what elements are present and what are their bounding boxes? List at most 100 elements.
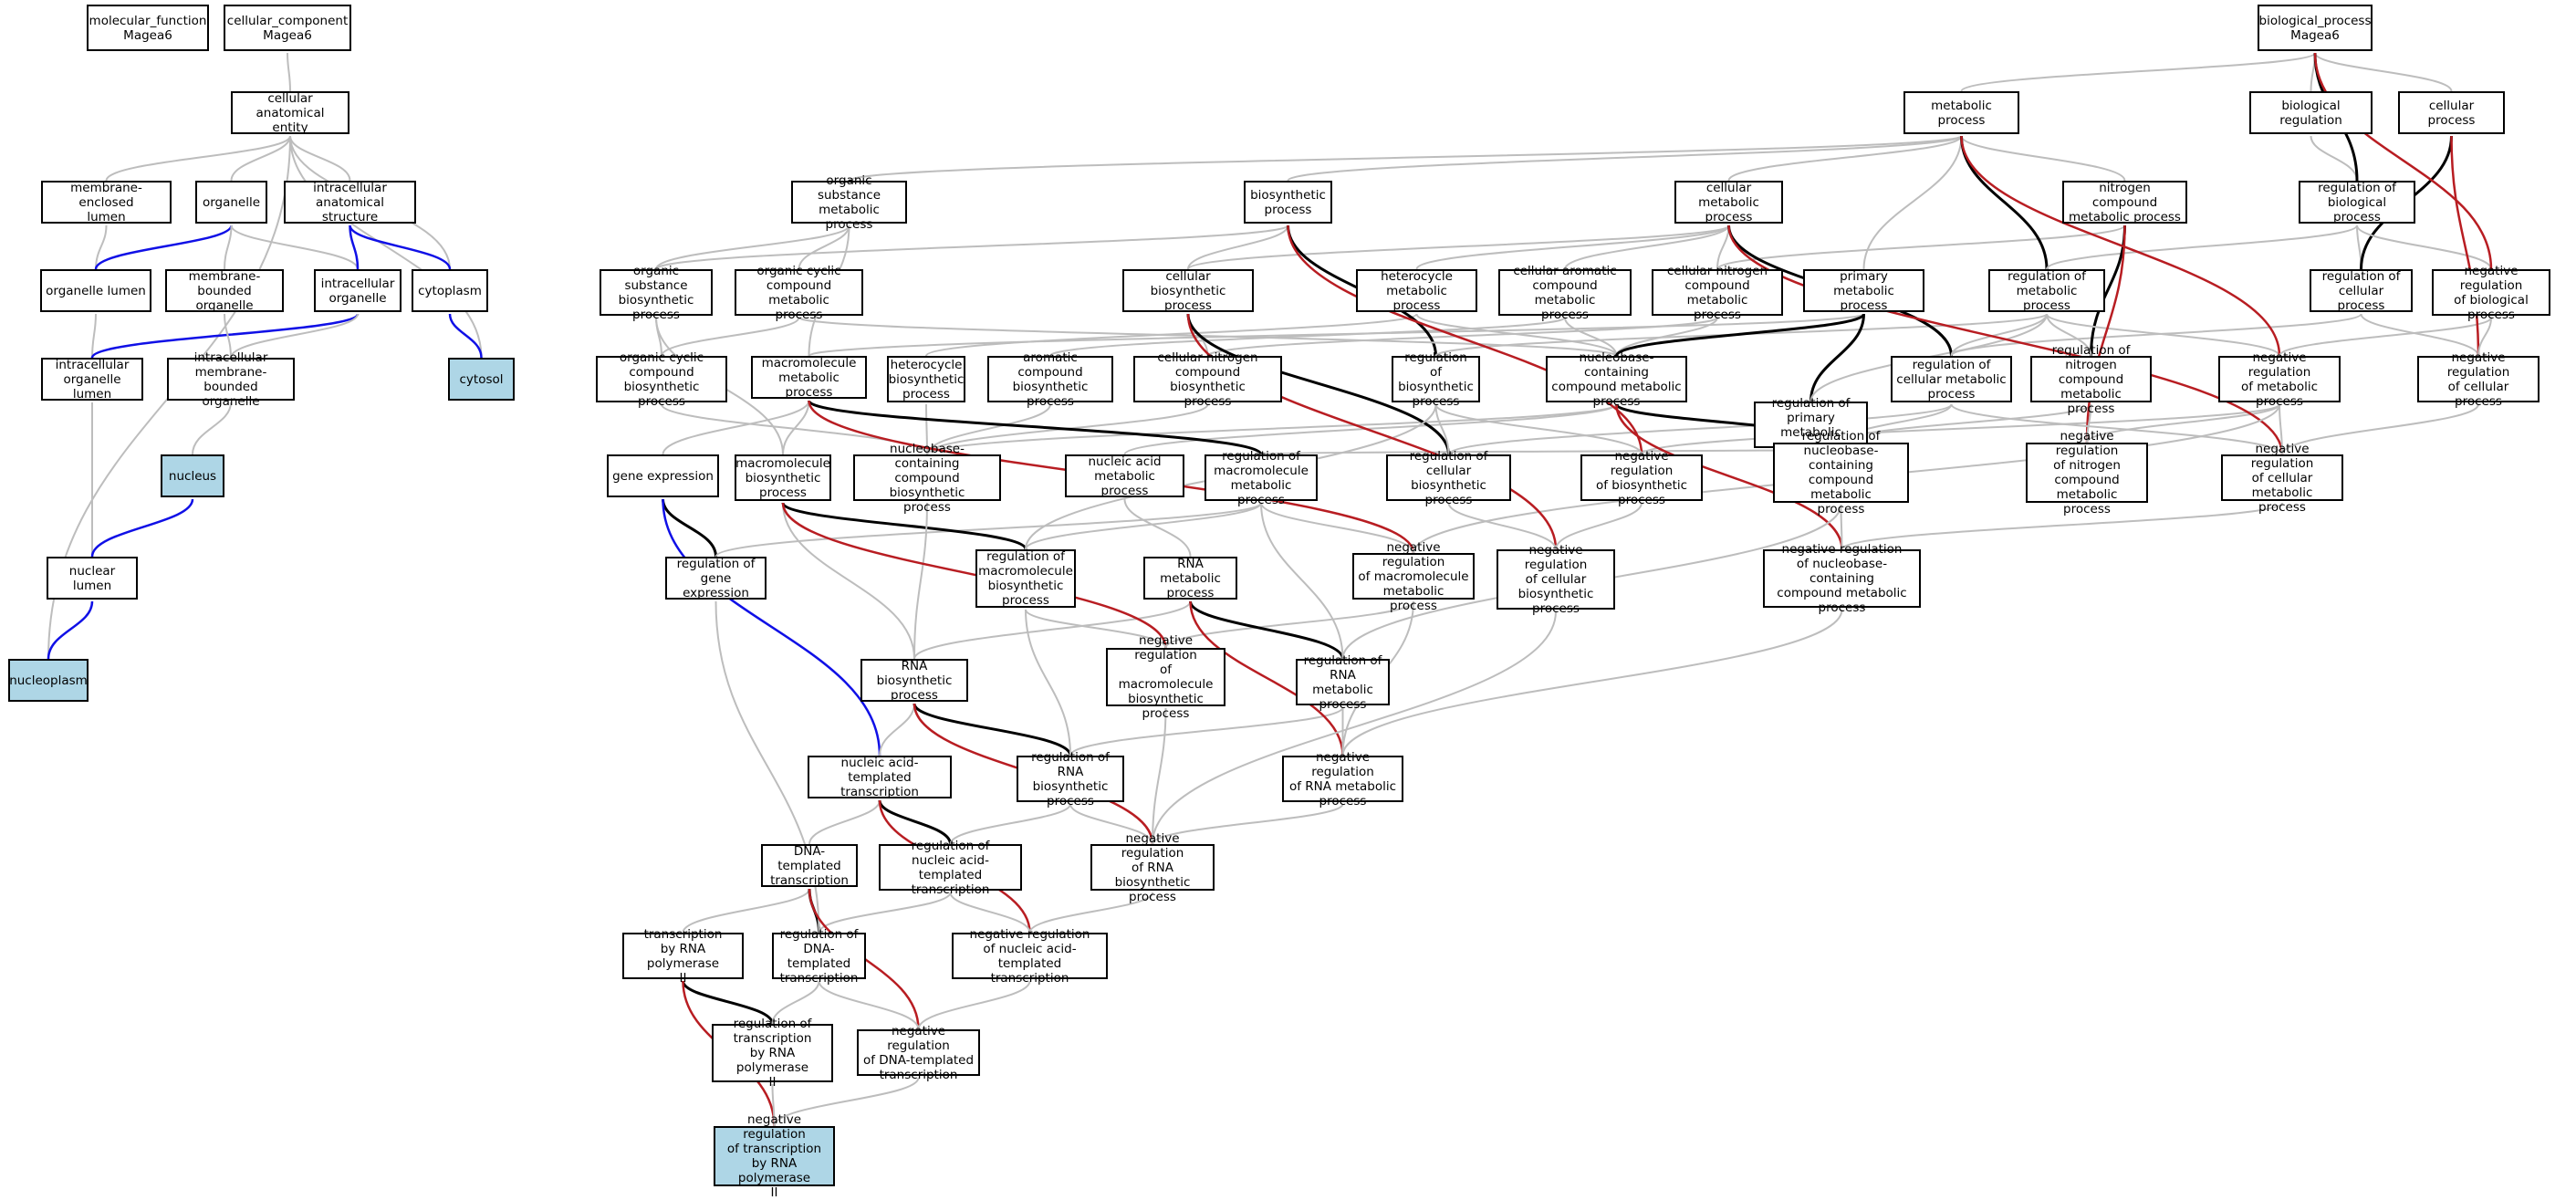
go-term-cacmp[interactable]: cellular aromatic compound metabolic pro… (1498, 264, 1632, 322)
go-term-nrnatt[interactable]: negative regulation of nucleic acid-temp… (952, 927, 1108, 986)
go-term-ge[interactable]: gene expression (607, 454, 719, 497)
go-term-namp[interactable]: nucleic acid metabolic process (1065, 454, 1184, 498)
edge-rpmp-to-pmp (1809, 313, 1865, 402)
go-term-mf[interactable]: molecular_function Magea6 (87, 5, 209, 51)
edge-nrdtt-to-rdtt (818, 980, 920, 1030)
go-term-occbp[interactable]: organic cyclic compound biosynthetic pro… (596, 350, 727, 409)
go-term-mbo[interactable]: membrane-bounded organelle (165, 269, 284, 313)
go-term-nrmmp[interactable]: negative regulation of macromolecule met… (1352, 540, 1475, 613)
go-term-osmp[interactable]: organic substance metabolic process (791, 173, 907, 232)
go-term-nrbp[interactable]: negative regulation of biological proces… (2432, 264, 2550, 322)
go-term-cmp[interactable]: cellular metabolic process (1674, 181, 1783, 224)
go-term-nrdtt[interactable]: negative regulation of DNA-templated tra… (857, 1024, 980, 1082)
edge-nrnbcmp-to-nrcmp (1841, 502, 2283, 550)
edge-natt-to-rnabp (879, 703, 915, 757)
go-term-rrnabp[interactable]: regulation of RNA biosynthetic process (1017, 750, 1124, 809)
go-term-mel[interactable]: membrane-enclosed lumen (41, 181, 172, 224)
edge-natt-to-ge (662, 498, 881, 757)
go-term-nucleus[interactable]: nucleus (161, 454, 224, 497)
go-term-rnamp[interactable]: RNA metabolic process (1143, 557, 1237, 600)
go-term-np[interactable]: nucleoplasm (8, 659, 89, 702)
go-term-nrnbcmp[interactable]: negative regulation of nucleobase-contai… (1763, 542, 1921, 615)
go-term-rmbp[interactable]: regulation of macromolecule biosynthetic… (975, 549, 1076, 608)
go-term-nrrnabp[interactable]: negative regulation of RNA biosynthetic … (1090, 831, 1215, 904)
go-term-nrcmp[interactable]: negative regulation of cellular metaboli… (2221, 442, 2343, 515)
go-term-nrncmp[interactable]: negative regulation of nitrogen compound… (2026, 429, 2148, 517)
go-term-cyto[interactable]: cytoplasm (412, 269, 488, 312)
go-term-iol[interactable]: intracellular organelle lumen (41, 358, 143, 402)
go-term-rcmp[interactable]: regulation of cellular metabolic process (1891, 356, 2012, 402)
go-term-cncmp[interactable]: cellular nitrogen compound metabolic pro… (1652, 264, 1783, 322)
go-term-nrmbp[interactable]: negative regulation of macromolecule bio… (1106, 633, 1225, 721)
go-term-cc[interactable]: cellular_component Magea6 (224, 5, 351, 51)
go-term-cae[interactable]: cellular anatomical entity (231, 91, 349, 135)
go-term-imbo[interactable]: intracellular membrane-bounded organelle (167, 350, 295, 409)
edge-rcmp-to-rmp (1950, 313, 2048, 357)
edge-rnabp-to-rnamp (913, 600, 1192, 660)
edge-cacmp-to-cmp (1564, 224, 1730, 270)
go-term-mbp[interactable]: macromolecule biosynthetic process (735, 454, 831, 501)
go-term-osbp[interactable]: organic substance biosynthetic process (600, 264, 713, 322)
go-term-nrcbp[interactable]: negative regulation of cellular biosynth… (1497, 543, 1615, 616)
edge-ge-to-mmp (662, 400, 810, 455)
go-term-nrmp[interactable]: negative regulation of metabolic process (2218, 350, 2341, 409)
go-term-ias[interactable]: intracellular anatomical structure (284, 181, 416, 224)
go-term-orgl[interactable]: organelle lumen (40, 269, 151, 312)
go-term-ncmp[interactable]: nitrogen compound metabolic process (2062, 181, 2187, 224)
go-term-rcbp[interactable]: regulation of cellular biosynthetic proc… (1386, 449, 1511, 507)
go-term-io[interactable]: intracellular organelle (314, 269, 402, 312)
go-term-nbcmp[interactable]: nucleobase-containing compound metabolic… (1546, 350, 1687, 409)
go-term-cytosol[interactable]: cytosol (448, 358, 515, 401)
go-term-rcp[interactable]: regulation of cellular process (2310, 269, 2413, 313)
edge-mel-to-cae (105, 135, 291, 182)
edge-nrtpol-to-rtpol (771, 1083, 776, 1127)
go-term-mp[interactable]: metabolic process (1903, 91, 2019, 134)
go-term-occmp[interactable]: organic cyclic compound metabolic proces… (735, 264, 863, 322)
edge-rrnamp-to-rnamp (1189, 600, 1344, 660)
go-term-nrbsp[interactable]: negative regulation of biosynthetic proc… (1580, 449, 1703, 507)
go-term-bsp[interactable]: biosynthetic process (1244, 181, 1332, 224)
go-term-org[interactable]: organelle (195, 181, 267, 224)
go-term-rmp[interactable]: regulation of metabolic process (1988, 269, 2105, 313)
go-term-natt[interactable]: nucleic acid-templated transcription (808, 756, 952, 799)
go-term-rbp[interactable]: regulation of biological process (2299, 181, 2415, 224)
go-term-acbp[interactable]: aromatic compound biosynthetic process (987, 350, 1113, 409)
go-term-pmp[interactable]: primary metabolic process (1803, 269, 1924, 313)
go-term-bp[interactable]: biological_process Magea6 (2258, 5, 2373, 51)
go-term-nbcbp[interactable]: nucleobase-containing compound biosynthe… (853, 442, 1001, 515)
go-term-breg[interactable]: biological regulation (2249, 91, 2373, 134)
go-term-cbp[interactable]: cellular biosynthetic process (1122, 269, 1254, 313)
go-term-mmp[interactable]: macromolecule metabolic process (751, 356, 867, 400)
go-term-nrcp[interactable]: negative regulation of cellular process (2417, 350, 2539, 409)
edge-cp-to-bp (2314, 52, 2453, 92)
go-term-hmp[interactable]: heterocycle metabolic process (1356, 269, 1477, 313)
go-term-rpmp[interactable]: regulation of primary metabolic process (1754, 396, 1868, 454)
go-term-nrtpol[interactable]: negative regulation of transcription by … (714, 1112, 835, 1200)
edge-nl-to-nucleus (90, 498, 194, 558)
go-term-rdtt[interactable]: regulation of DNA-templated transcriptio… (772, 927, 866, 986)
go-term-tpol[interactable]: transcription by RNA polymerase II (622, 927, 744, 986)
edge-mp-to-bp (1960, 52, 2316, 92)
edge-cbp-to-cmp (1187, 224, 1730, 270)
edge-imbo-to-mbo (224, 313, 232, 359)
go-term-rrnamp[interactable]: regulation of RNA metabolic process (1296, 653, 1390, 712)
go-term-rnatt[interactable]: regulation of nucleic acid-templated tra… (879, 839, 1022, 897)
go-term-nrrnamp[interactable]: negative regulation of RNA metabolic pro… (1282, 750, 1403, 809)
go-term-cncbp[interactable]: cellular nitrogen compound biosynthetic … (1133, 350, 1282, 409)
go-term-rnbcmp[interactable]: regulation of nucleobase-containing comp… (1773, 429, 1909, 517)
go-term-rbsp[interactable]: regulation of biosynthetic process (1392, 350, 1480, 409)
go-term-rnabp[interactable]: RNA biosynthetic process (860, 659, 968, 703)
edge-tpol-to-dtt (682, 888, 810, 934)
edge-nrncmp-to-nrmp (2086, 403, 2280, 443)
go-term-rtpol[interactable]: regulation of transcription by RNA polym… (712, 1017, 833, 1090)
go-term-rncmp[interactable]: regulation of nitrogen compound metaboli… (2030, 343, 2152, 416)
go-term-nl[interactable]: nuclear lumen (47, 557, 138, 600)
go-term-dtt[interactable]: DNA-templated transcription (761, 844, 858, 888)
edge-np-to-nl (47, 600, 94, 660)
go-term-cp[interactable]: cellular process (2398, 91, 2505, 134)
go-term-hbp[interactable]: heterocycle biosynthetic process (887, 356, 965, 402)
go-term-rmmp[interactable]: regulation of macromolecule metabolic pr… (1205, 449, 1318, 507)
go-term-rge[interactable]: regulation of gene expression (665, 557, 767, 600)
